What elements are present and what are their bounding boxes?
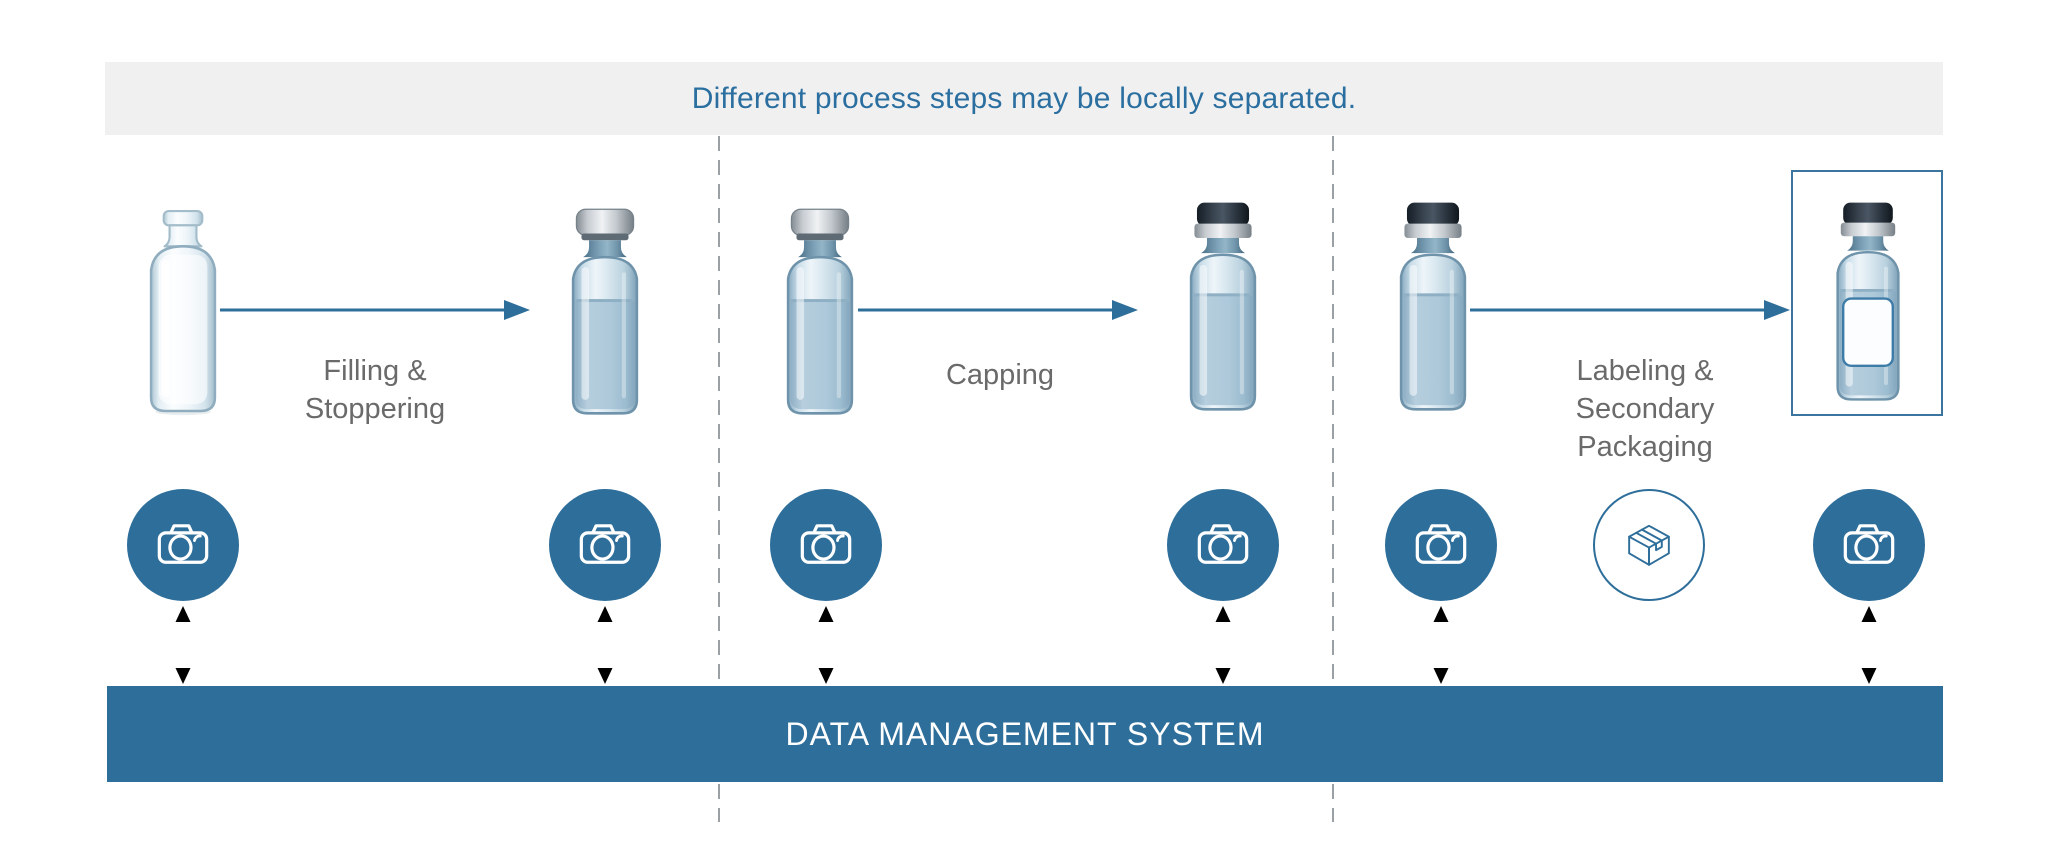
step-label-line: Secondary xyxy=(1575,393,1715,425)
package-box-icon xyxy=(1593,489,1705,601)
empty-vial xyxy=(141,206,225,416)
header-note-band: Different process steps may be locally s… xyxy=(105,62,1943,135)
data-management-system-label: DATA MANAGEMENT SYSTEM xyxy=(785,715,1265,752)
capped-vial xyxy=(1181,198,1265,414)
camera-icon xyxy=(127,489,239,601)
process-arrow-filling-stoppering xyxy=(220,300,530,320)
camera-icon xyxy=(549,489,661,601)
step-label-line: Packaging xyxy=(1577,431,1713,463)
camera-icon xyxy=(770,489,882,601)
data-link-arrow xyxy=(172,606,194,684)
labeled-vial xyxy=(1828,197,1908,405)
stoppered-vial xyxy=(563,204,647,416)
process-arrow-labeling-packaging xyxy=(1470,300,1790,320)
section-divider-2 xyxy=(1332,136,1334,822)
camera-icon xyxy=(1167,489,1279,601)
step-label-filling-stoppering: Filling & Stoppering xyxy=(265,352,485,428)
stoppered-vial xyxy=(778,204,862,416)
step-label-line: Labeling & xyxy=(1576,355,1714,387)
data-link-arrow xyxy=(1430,606,1452,684)
camera-icon xyxy=(1385,489,1497,601)
step-label-capping: Capping xyxy=(890,356,1110,394)
capped-vial xyxy=(1391,198,1475,414)
header-note-text: Different process steps may be locally s… xyxy=(691,81,1357,115)
data-management-system-bar: DATA MANAGEMENT SYSTEM xyxy=(107,686,1943,782)
section-divider-1 xyxy=(718,136,720,822)
data-link-arrow xyxy=(594,606,616,684)
process-arrow-capping xyxy=(858,300,1138,320)
data-link-arrow xyxy=(815,606,837,684)
step-label-line: Capping xyxy=(945,359,1055,391)
step-label-line: Filling & xyxy=(323,355,427,387)
step-label-line: Stoppering xyxy=(304,393,446,425)
step-label-labeling-secondary-packaging: Labeling & Secondary Packaging xyxy=(1535,352,1755,466)
data-link-arrow xyxy=(1858,606,1880,684)
data-link-arrow xyxy=(1212,606,1234,684)
camera-icon xyxy=(1813,489,1925,601)
